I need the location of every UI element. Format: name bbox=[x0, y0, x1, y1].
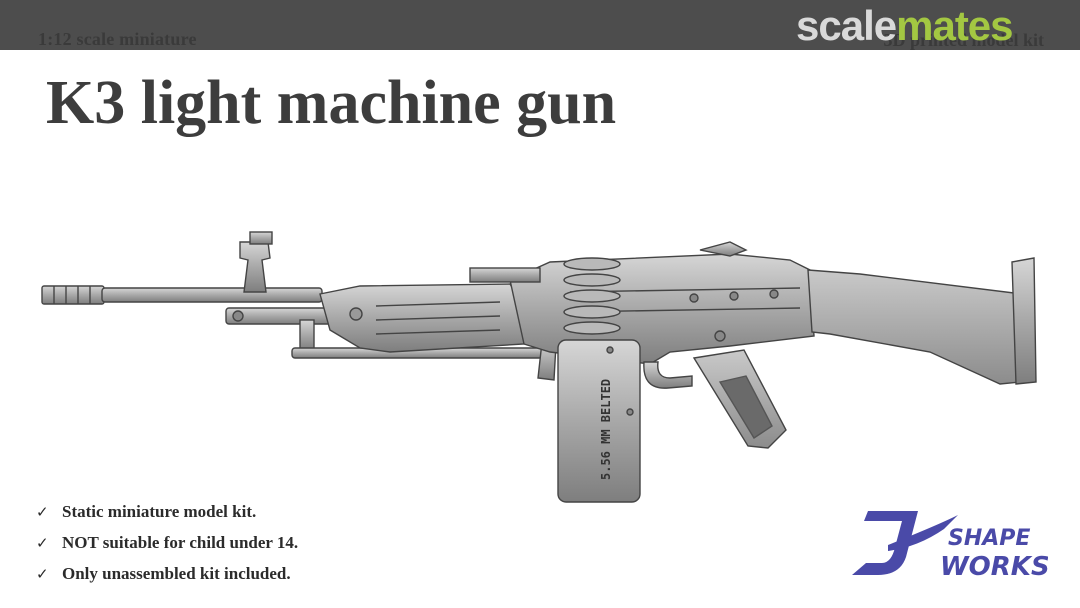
machine-gun-model-image: 5.56 MM BELTED bbox=[41, 231, 1037, 503]
feature-text: NOT suitable for child under 14. bbox=[62, 533, 299, 552]
list-item: ✓ NOT suitable for child under 14. bbox=[36, 531, 298, 562]
feature-text: Only unassembled kit included. bbox=[62, 564, 291, 583]
feature-text: Static miniature model kit. bbox=[62, 502, 257, 521]
check-icon: ✓ bbox=[36, 503, 49, 521]
kit-type-label: 3D printed model kit bbox=[883, 30, 1044, 50]
watermark-part-1: scale bbox=[796, 2, 897, 49]
brand-line-2: WORKS bbox=[940, 552, 1048, 582]
list-item: ✓ Static miniature model kit. bbox=[36, 500, 298, 531]
watermark-part-2: mates bbox=[896, 2, 1013, 49]
scale-label: 1:12 scale miniature bbox=[38, 29, 197, 49]
page-title: K3 light machine gun bbox=[46, 69, 617, 137]
header-bar bbox=[0, 0, 1080, 50]
check-icon: ✓ bbox=[36, 565, 49, 583]
check-icon: ✓ bbox=[36, 534, 49, 552]
list-item: ✓ Only unassembled kit included. bbox=[36, 562, 298, 593]
feature-list: ✓ Static miniature model kit. ✓ NOT suitab… bbox=[36, 500, 298, 593]
magazine-label: 5.56 MM BELTED bbox=[599, 379, 613, 480]
scalemates-watermark: scalemates bbox=[796, 2, 1014, 50]
brand-line-1: SHAPE bbox=[948, 526, 1030, 551]
shapeworks-logo: SHAPE WORKS bbox=[852, 511, 1048, 582]
